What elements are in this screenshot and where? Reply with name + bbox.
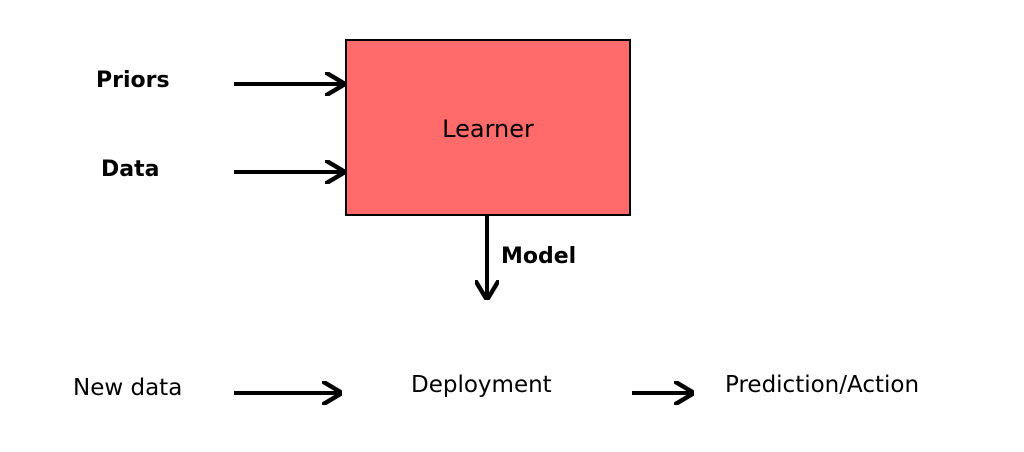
deployment-label: Deployment xyxy=(411,372,552,398)
learner-box: Learner xyxy=(345,39,631,216)
data-label: Data xyxy=(101,157,160,182)
model-label: Model xyxy=(501,244,577,269)
priors-label: Priors xyxy=(96,68,170,93)
new-data-label: New data xyxy=(73,375,183,401)
prediction-action-label: Prediction/Action xyxy=(725,372,920,398)
learner-label: Learner xyxy=(442,115,534,143)
